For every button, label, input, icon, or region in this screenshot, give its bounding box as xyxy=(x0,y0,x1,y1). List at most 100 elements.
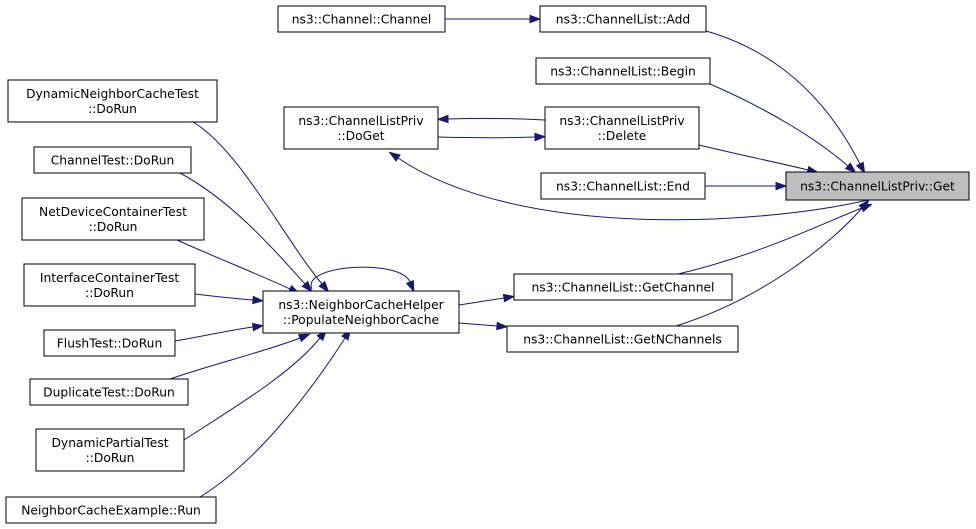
edge-doget-to-delete xyxy=(437,132,547,142)
node-box xyxy=(540,172,706,200)
edge-populate-to-getn xyxy=(458,321,509,331)
node-dynpart[interactable]: DynamicPartialTest::DoRun xyxy=(35,428,185,472)
node-box xyxy=(21,197,205,241)
arrowhead xyxy=(252,295,265,305)
node-netdev[interactable]: NetDeviceContainerTest::DoRun xyxy=(21,197,205,241)
node-box xyxy=(277,5,446,33)
node-label-line: ::DoRun xyxy=(88,102,137,116)
arrowhead xyxy=(388,151,401,162)
edge-line xyxy=(677,207,863,275)
node-label-line: ::DoRun xyxy=(85,286,134,300)
node-iface[interactable]: InterfaceContainerTest::DoRun xyxy=(23,263,196,307)
node-label-line: NeighborCacheExample::Run xyxy=(21,504,201,518)
node-label-line: ns3::ChannelList::End xyxy=(556,180,690,194)
edge-add-to-get xyxy=(705,30,866,175)
edge-line xyxy=(169,337,301,380)
edge-line xyxy=(705,30,861,165)
node-getchannel[interactable]: ns3::ChannelList::GetChannel xyxy=(513,273,733,301)
edge-line xyxy=(176,239,291,290)
node-box xyxy=(23,263,196,307)
node-box xyxy=(262,290,460,334)
node-box xyxy=(785,171,970,201)
node-chtest[interactable]: ChannelTest::DoRun xyxy=(33,146,192,174)
node-box xyxy=(35,428,185,472)
arrowhead xyxy=(502,293,516,303)
edge-line xyxy=(174,326,254,342)
node-box xyxy=(43,329,176,357)
node-label-line: ns3::ChannelListPriv::Get xyxy=(800,180,955,194)
node-box xyxy=(283,106,439,150)
edge-flush-to-populate xyxy=(174,322,265,342)
edge-line xyxy=(458,297,505,306)
node-label-line: ns3::ChannelListPriv xyxy=(559,114,684,128)
edge-channel-to-add xyxy=(445,14,542,24)
node-box xyxy=(513,273,733,301)
node-label-line: DuplicateTest::DoRun xyxy=(43,386,175,400)
node-box xyxy=(535,57,711,85)
node-label-line: ns3::ChannelList::GetNChannels xyxy=(523,333,722,347)
edge-delete-to-get xyxy=(698,144,820,175)
node-label-line: NetDeviceContainerTest xyxy=(39,205,187,219)
edge-line xyxy=(179,172,306,285)
node-label-line: ::Delete xyxy=(598,129,647,143)
node-doget[interactable]: ns3::ChannelListPriv::DoGet xyxy=(283,106,439,150)
edge-line xyxy=(192,121,323,285)
arrowhead xyxy=(534,132,547,142)
node-begin[interactable]: ns3::ChannelList::Begin xyxy=(535,57,711,85)
node-label-line: DynamicPartialTest xyxy=(51,436,168,450)
node-flush[interactable]: FlushTest::DoRun xyxy=(43,329,176,357)
arrowhead xyxy=(405,279,415,293)
edge-line xyxy=(310,266,411,290)
edge-line xyxy=(447,117,546,121)
node-channel[interactable]: ns3::Channel::Channel xyxy=(277,5,446,33)
node-dyncache[interactable]: DynamicNeighborCacheTest::DoRun xyxy=(7,79,218,123)
edge-example-to-populate xyxy=(199,328,352,498)
node-box xyxy=(539,5,707,33)
edge-get-to-doget xyxy=(388,151,869,221)
edge-line xyxy=(437,136,536,139)
edge-line xyxy=(397,157,869,221)
node-box xyxy=(544,106,700,150)
node-box xyxy=(506,325,739,353)
node-getn[interactable]: ns3::ChannelList::GetNChannels xyxy=(506,325,739,353)
edge-dup-to-populate xyxy=(169,333,311,380)
node-layer: ns3::ChannelListPriv::Get ns3::Channel::C… xyxy=(5,5,970,524)
arrowhead xyxy=(496,321,509,331)
arrowhead xyxy=(318,280,330,293)
arrowhead xyxy=(436,114,449,124)
node-label-line: ns3::ChannelList::Begin xyxy=(550,65,696,79)
arrowhead xyxy=(301,280,313,293)
node-example[interactable]: NeighborCacheExample::Run xyxy=(5,496,217,524)
edge-populate-to-populate xyxy=(310,266,415,293)
node-box xyxy=(5,496,217,524)
edge-layer xyxy=(169,14,873,498)
node-label-line: ::DoRun xyxy=(86,451,135,465)
node-label-line: ns3::ChannelListPriv xyxy=(298,114,423,128)
edge-delete-to-doget xyxy=(436,114,546,124)
node-dup[interactable]: DuplicateTest::DoRun xyxy=(29,378,189,406)
node-label-line: ns3::NeighborCacheHelper xyxy=(278,298,444,312)
edge-line xyxy=(183,337,321,441)
node-box xyxy=(29,378,189,406)
arrowhead xyxy=(297,333,311,343)
arrowhead xyxy=(844,162,857,174)
node-end[interactable]: ns3::ChannelList::End xyxy=(540,172,706,200)
edge-line xyxy=(698,144,809,171)
arrowhead xyxy=(855,161,866,175)
edge-chtest-to-populate xyxy=(179,172,313,293)
edge-line xyxy=(194,293,254,301)
edge-line xyxy=(458,322,498,327)
node-label-line: ::DoGet xyxy=(337,129,384,143)
node-populate[interactable]: ns3::NeighborCacheHelper::PopulateNeighb… xyxy=(262,290,460,334)
edge-dyncache-to-populate xyxy=(192,121,330,293)
edge-line xyxy=(709,83,849,167)
node-delete[interactable]: ns3::ChannelListPriv::Delete xyxy=(544,106,700,150)
node-add[interactable]: ns3::ChannelList::Add xyxy=(539,5,707,33)
node-label-line: FlushTest::DoRun xyxy=(57,337,163,351)
node-label-line: ns3::ChannelList::Add xyxy=(556,13,690,27)
node-label-line: ns3::ChannelList::GetChannel xyxy=(532,281,715,295)
edge-iface-to-populate xyxy=(194,293,265,305)
arrowhead xyxy=(858,199,870,212)
edge-line xyxy=(675,207,863,327)
edge-dynpart-to-populate xyxy=(183,329,328,441)
